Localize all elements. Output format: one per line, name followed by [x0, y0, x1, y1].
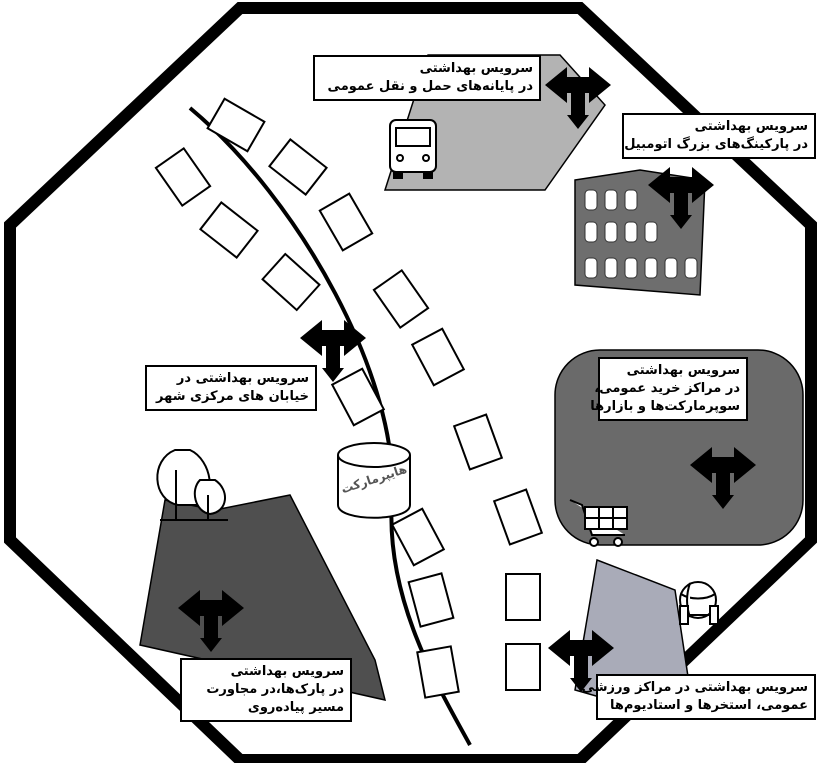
- parks-line3: مسیر پیاده‌روی: [247, 700, 344, 715]
- transport-line1: سرویس بهداشتی: [419, 61, 533, 76]
- sports-label: سرویس بهداشتی در مراکز ورزشی عمومی، استخ…: [581, 674, 816, 720]
- sports-line2: عمومی، استخرها و استادیوم‌ها: [610, 698, 808, 713]
- parking-line2: در پارکینگ‌های بزرگ اتومبیل: [624, 137, 808, 152]
- transport-line2: در پایانه‌های حمل و نقل عمومی: [327, 79, 533, 94]
- parks-label: سرویس بهداشتی در پارک‌ها،در مجاورت مسیر …: [180, 658, 352, 722]
- malls-line1: سرویس بهداشتی: [626, 363, 740, 378]
- car-icon: [584, 189, 698, 279]
- bus-icon: [389, 119, 437, 179]
- malls-line3: سوپرمارکت‌ها و بازارها: [590, 399, 740, 414]
- streets-line1: سرویس بهداشتی در: [176, 371, 309, 386]
- streets-line2: خیابان های مرکزی شهر: [156, 389, 309, 404]
- parking-line1: سرویس بهداشتی: [694, 119, 808, 134]
- sports-line1: سرویس بهداشتی در مراکز ورزشی: [581, 680, 808, 695]
- dumbbell-icon: [679, 605, 719, 625]
- malls-line2: در مراکز خرید عمومی،: [594, 381, 740, 396]
- shopping-cart-icon: [569, 499, 628, 547]
- streets-label: سرویس بهداشتی در خیابان های مرکزی شهر: [145, 365, 317, 411]
- parks-line1: سرویس بهداشتی: [230, 664, 344, 679]
- transport-label: سرویس بهداشتی در پایانه‌های حمل و نقل عم…: [313, 55, 541, 101]
- building-blocks: [154, 97, 544, 699]
- parking-label: سرویس بهداشتی در پارکینگ‌های بزرگ اتومبی…: [622, 113, 816, 159]
- tree-icon: [156, 449, 228, 521]
- hypermarket-icon: [337, 442, 411, 519]
- parks-line2: در پارک‌ها،در مجاورت: [206, 682, 344, 697]
- malls-label: سرویس بهداشتی در مراکز خرید عمومی، سوپرم…: [590, 357, 748, 421]
